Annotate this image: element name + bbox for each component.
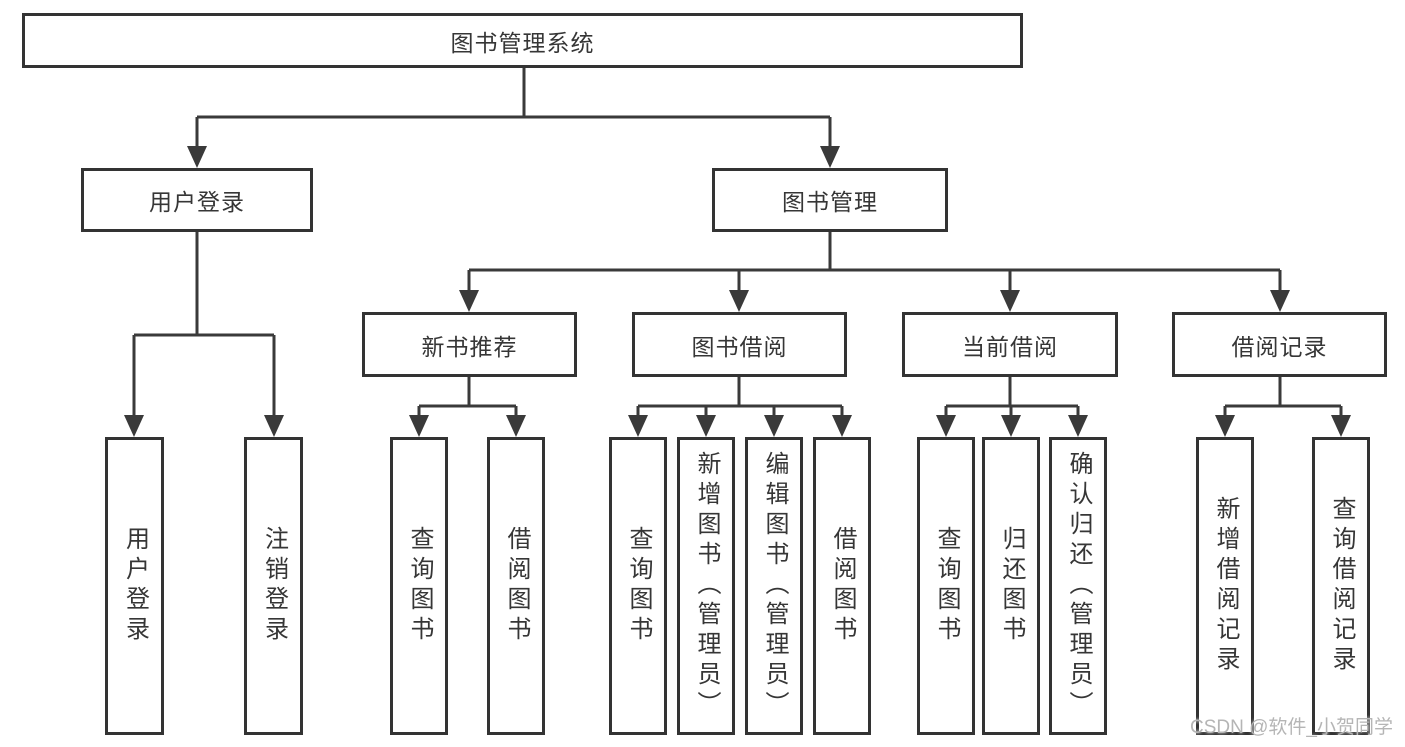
leaf-records-query: 查询借阅记录 (1312, 437, 1370, 735)
leaf-label: 新增借阅记录 (1212, 496, 1239, 676)
section-label: 新书推荐 (421, 333, 518, 360)
leaf-label: 新增图书（管理员） (693, 451, 720, 721)
leaf-label: 归还图书 (998, 526, 1025, 646)
leaf-label: 查询借阅记录 (1328, 496, 1355, 676)
leaf-records-add: 新增借阅记录 (1196, 437, 1254, 735)
leaf-logout: 注销登录 (244, 437, 303, 735)
leaf-label: 注销登录 (260, 526, 288, 646)
branch-user-login: 用户登录 (81, 168, 313, 232)
section-book-borrow: 图书借阅 (632, 312, 847, 377)
leaf-current-query: 查询图书 (917, 437, 975, 735)
leaf-borrow-borrow: 借阅图书 (813, 437, 871, 735)
section-label: 当前借阅 (962, 333, 1058, 360)
leaf-label: 确认归还（管理员） (1065, 451, 1092, 721)
leaf-current-confirm-return-admin: 确认归还（管理员） (1049, 437, 1107, 735)
section-current-borrow: 当前借阅 (902, 312, 1118, 377)
leaf-borrow-add-admin: 新增图书（管理员） (677, 437, 735, 735)
branch-book-management: 图书管理 (712, 168, 948, 232)
leaf-borrow-query: 查询图书 (609, 437, 667, 735)
csdn-watermark: CSDN @软件_小贺同学 (1190, 717, 1393, 738)
leaf-label: 查询图书 (625, 526, 652, 646)
branch-label: 图书管理 (782, 189, 878, 215)
leaf-label: 查询图书 (406, 526, 433, 646)
root-label: 图书管理系统 (450, 29, 595, 56)
leaf-label: 借阅图书 (829, 526, 856, 646)
leaf-label: 查询图书 (933, 526, 960, 646)
section-borrow-records: 借阅记录 (1172, 312, 1387, 377)
leaf-label: 用户登录 (121, 526, 149, 646)
leaf-label: 编辑图书（管理员） (761, 451, 788, 721)
section-label: 借阅记录 (1231, 333, 1328, 360)
section-label: 图书借阅 (691, 333, 788, 360)
leaf-borrow-edit-admin: 编辑图书（管理员） (745, 437, 803, 735)
leaf-current-return: 归还图书 (982, 437, 1040, 735)
root-node: 图书管理系统 (22, 13, 1023, 68)
leaf-newbooks-borrow: 借阅图书 (487, 437, 545, 735)
leaf-label: 借阅图书 (503, 526, 530, 646)
section-new-books: 新书推荐 (362, 312, 577, 377)
leaf-user-login: 用户登录 (105, 437, 164, 735)
branch-label: 用户登录 (149, 189, 245, 215)
leaf-newbooks-query: 查询图书 (390, 437, 448, 735)
